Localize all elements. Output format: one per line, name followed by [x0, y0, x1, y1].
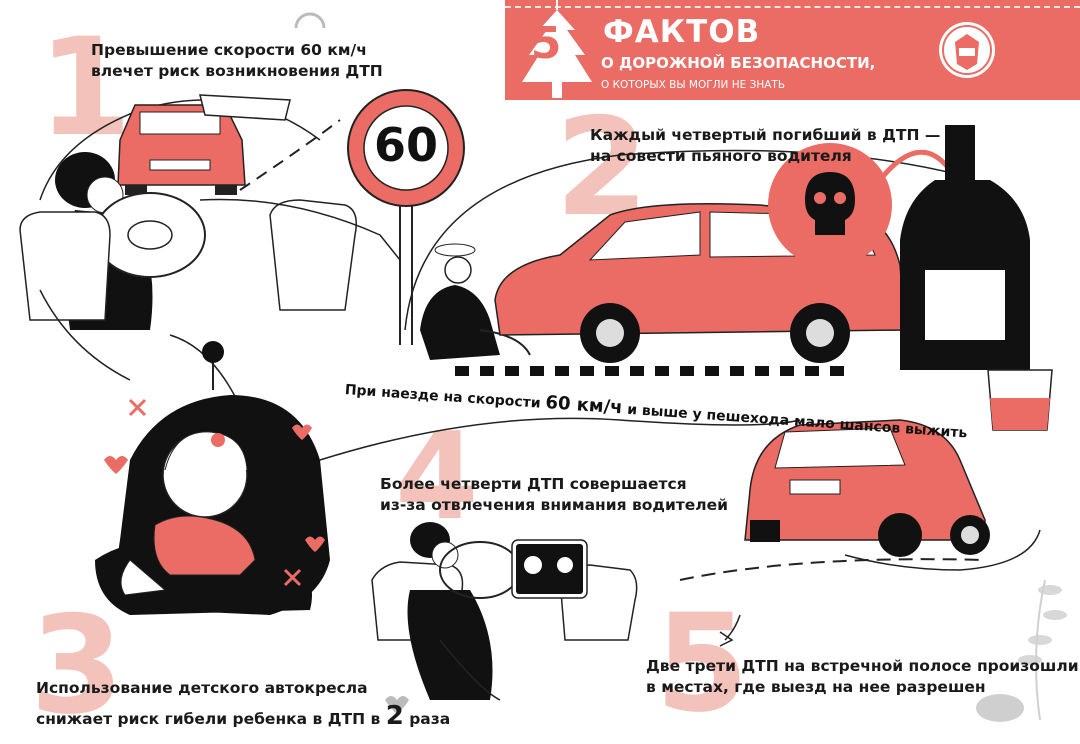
fact-3-line-1: Использование детского автокресла	[36, 679, 368, 697]
fact-3-highlight: 2	[385, 700, 404, 731]
fact-4-line-1: Более четверти ДТП совершается	[380, 475, 687, 493]
fact-5-line-2: в местах, где выезд на нее разрешен	[646, 677, 986, 696]
speed-limit-value: 60	[373, 118, 438, 172]
plant-decor	[976, 579, 1067, 722]
fact-1-line-2: влечет риск возникновения ДТП	[91, 61, 383, 80]
header-badge-number: 5	[530, 18, 562, 69]
phone-icon	[557, 557, 573, 573]
fact-4-line-2: из-за отвлечения внимания водителей	[380, 495, 729, 514]
crosswalk	[440, 366, 860, 376]
distracted-driver-icon	[371, 522, 638, 701]
skull-icon	[768, 143, 952, 267]
fact-number-5: 5	[655, 585, 749, 742]
contact-avatar-icon	[524, 556, 542, 574]
fact-3-line-2-end: раза	[409, 709, 451, 728]
header-subtitle: О ДОРОЖНОЙ БЕЗОПАСНОСТИ,	[601, 54, 876, 72]
fact-number-3: 3	[30, 587, 124, 744]
fact-number-4: 4	[395, 408, 479, 547]
fact-number-1: 1	[38, 9, 132, 166]
child-car-seat-icon	[95, 395, 330, 615]
red-car-rear-icon	[744, 419, 990, 557]
fact-2-text: Каждый четвертый погибший в ДТП — на сов…	[590, 125, 940, 167]
bottle-icon	[900, 125, 1030, 370]
fact-5-line-1: Две трети ДТП на встречной полосе произо…	[646, 657, 1079, 675]
fact-3-line-2: снижает риск гибели ребенка в ДТП в	[36, 709, 381, 728]
fact-5-text: Две трети ДТП на встречной полосе произо…	[646, 656, 1079, 698]
banner-dashed-line	[505, 6, 1080, 8]
heart-icon	[104, 456, 128, 474]
fact-1-line-1: Превышение скорости 60 км/ч	[91, 41, 367, 59]
fact-2-line-1: Каждый четвертый погибший в ДТП —	[590, 126, 941, 144]
red-car-front-icon	[117, 104, 246, 195]
speed-limit-sign-icon	[347, 89, 465, 345]
fact-4-text: Более четверти ДТП совершается из-за отв…	[380, 474, 728, 516]
fact-2-line-2: на совести пьяного водителя	[590, 146, 852, 165]
header-title: ФАКТОВ	[603, 14, 761, 50]
pedestrian-icon	[420, 243, 531, 360]
fact-1-text: Превышение скорости 60 км/ч влечет риск …	[91, 40, 383, 82]
header-tagline: О КОТОРЫХ ВЫ МОГЛИ НЕ ЗНАТЬ	[601, 79, 786, 91]
fact-3-text: Использование детского автокресла снижае…	[36, 678, 450, 734]
tree-air-freshener-icon	[522, 0, 592, 98]
police-emblem-icon	[939, 22, 995, 78]
glass-icon	[987, 369, 1053, 431]
